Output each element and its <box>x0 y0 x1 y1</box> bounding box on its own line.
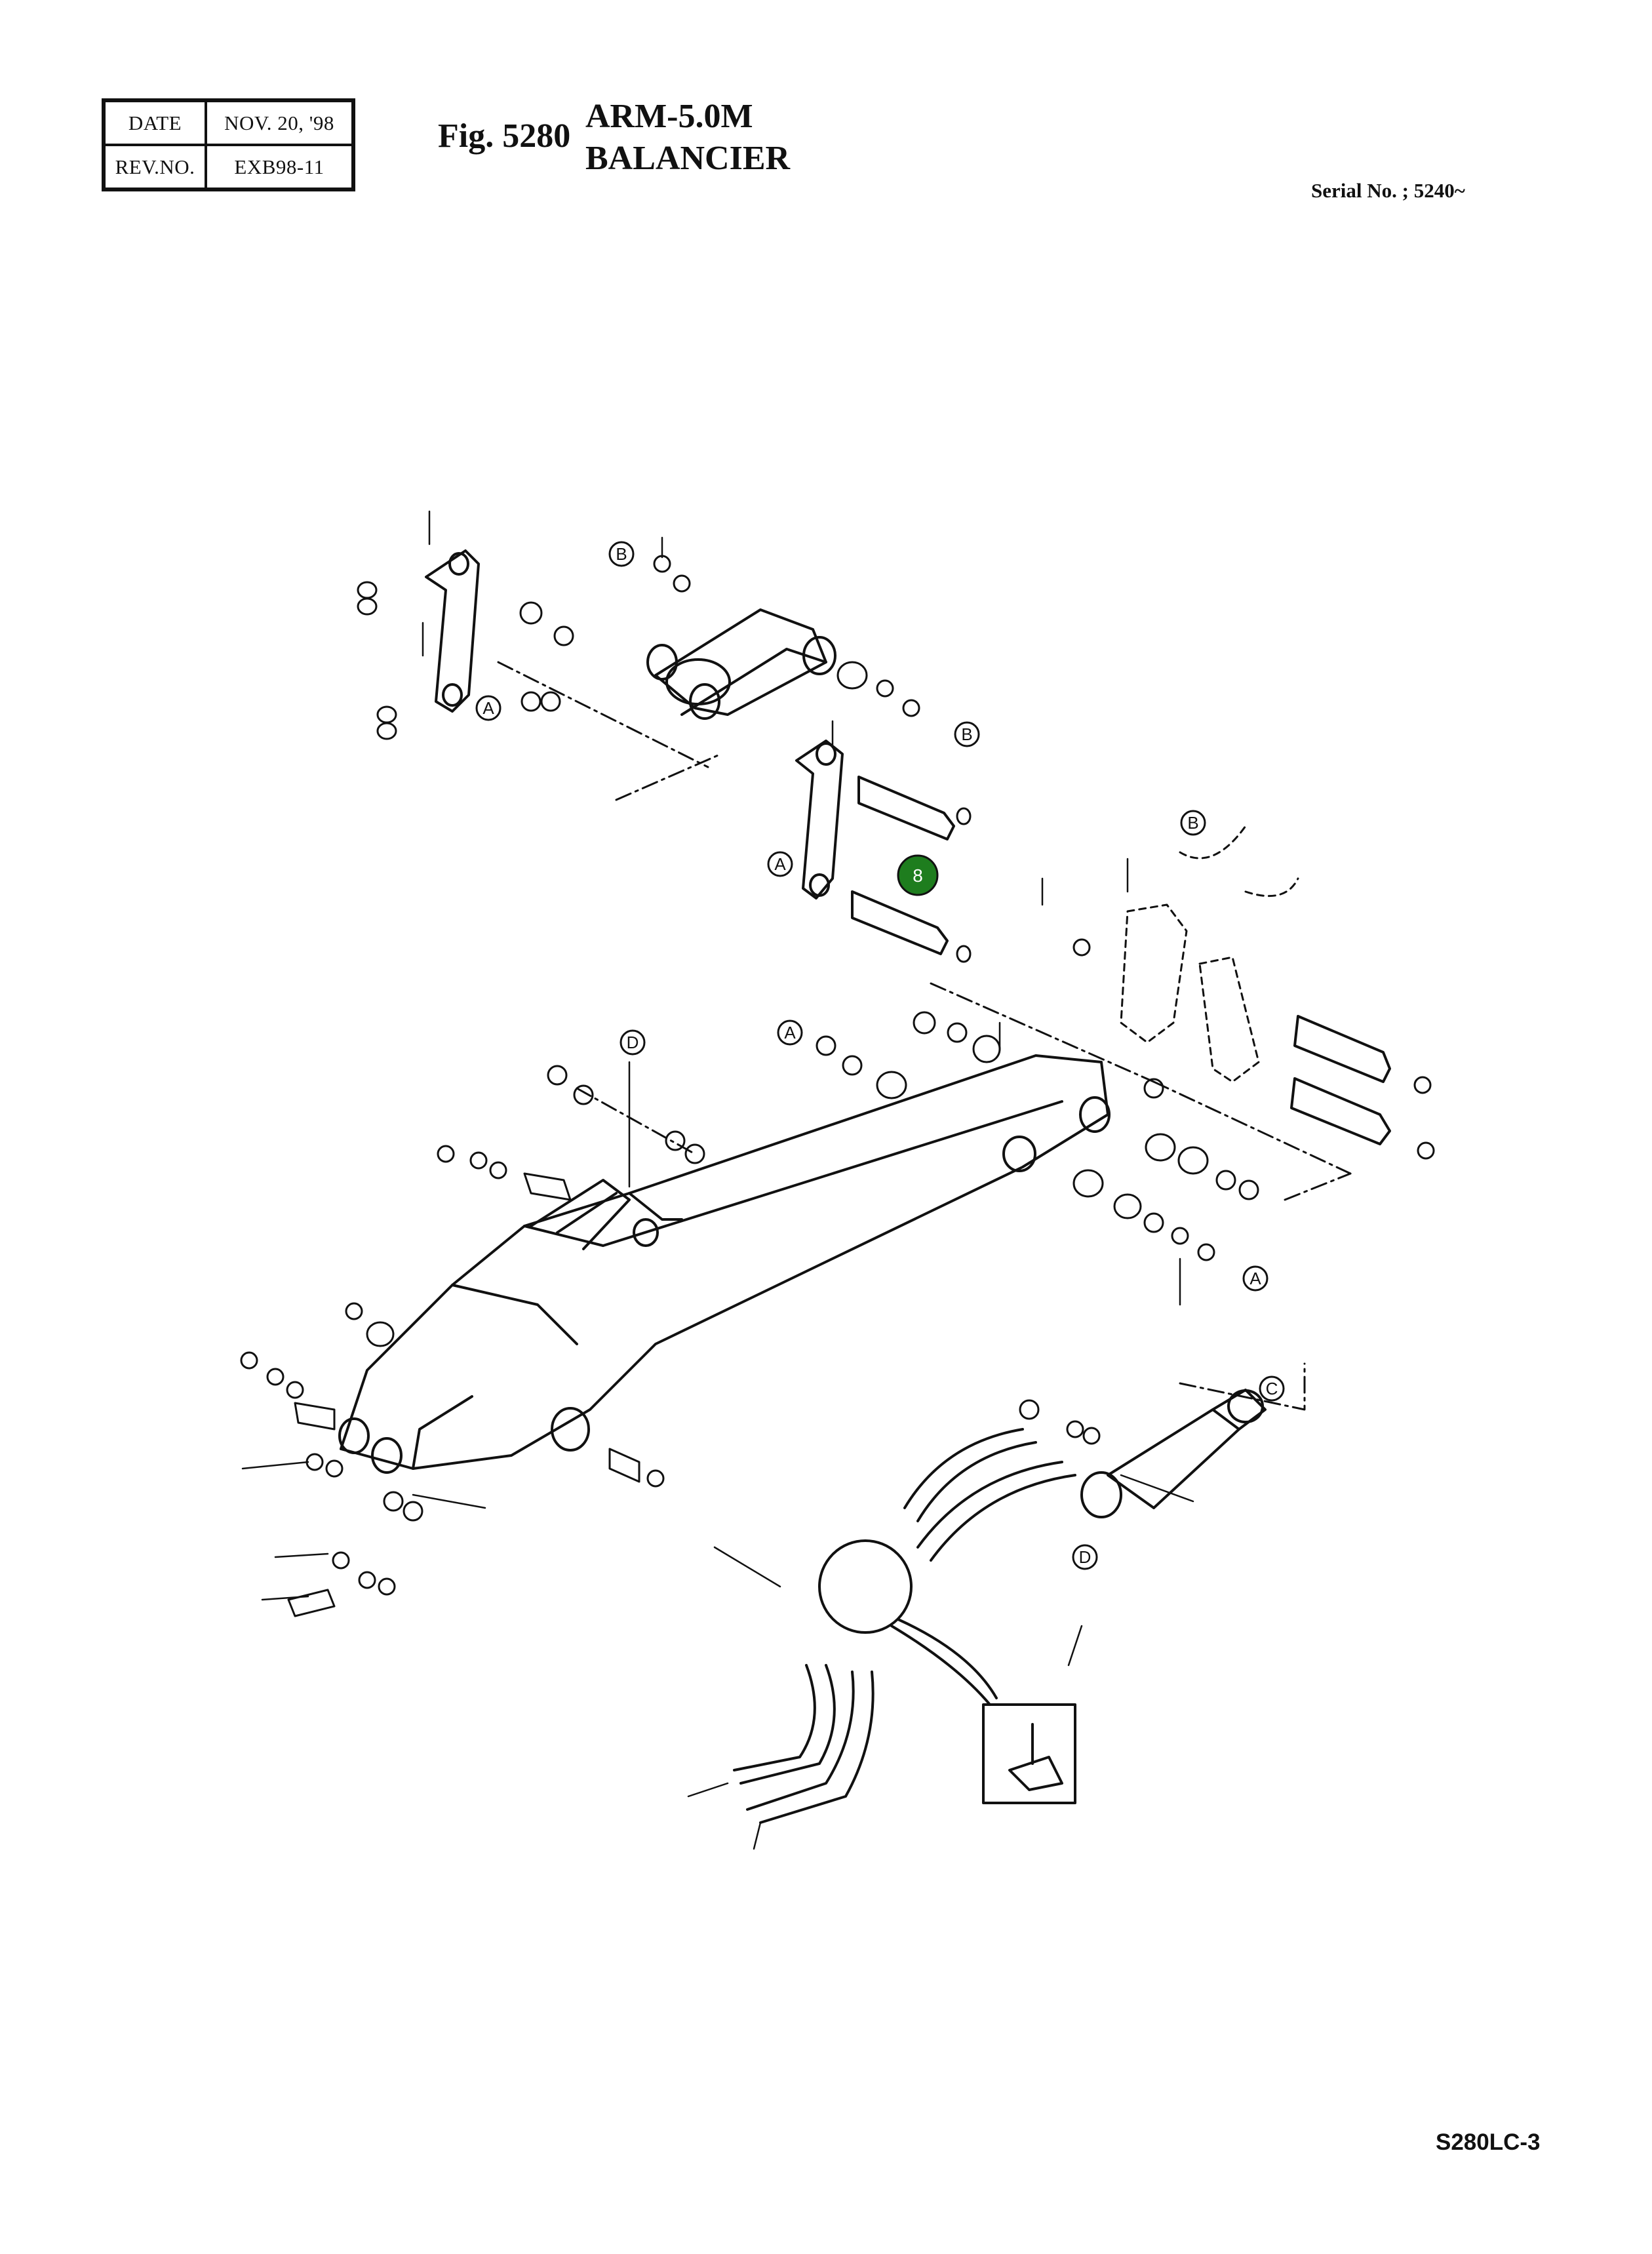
bucket-phantom <box>1120 825 1299 1083</box>
ref-circle-b1 <box>608 541 635 567</box>
ref-letter-b3: B <box>1187 813 1198 833</box>
part-callout-number: 8 <box>913 865 923 886</box>
revision-table: DATE NOV. 20, '98 REV.NO. EXB98-11 <box>102 98 355 191</box>
ref-letter-d1: D <box>627 1033 639 1052</box>
ref-letter-b2: B <box>961 724 972 744</box>
hydraulic-hoses <box>733 1428 1076 1824</box>
figure-number: Fig. 5280 <box>438 117 571 155</box>
ref-letter-a1: A <box>482 698 494 718</box>
footer-model-code: S280LC-3 <box>1436 2129 1541 2155</box>
part-callout-8[interactable]: 8 <box>897 854 939 896</box>
ref-circle-a1 <box>475 695 502 721</box>
ref-circle-b2 <box>954 721 980 747</box>
ref-circle-d2 <box>1072 1544 1098 1570</box>
bucket-link-assembly <box>646 608 836 720</box>
ref-letter-b1: B <box>616 544 627 564</box>
side-link-left <box>425 549 480 713</box>
serial-number: Serial No. ; 5240~ <box>1311 179 1465 202</box>
rev-value: EXB98-11 <box>206 145 353 189</box>
date-value: NOV. 20, '98 <box>206 101 353 145</box>
ref-letter-a3: A <box>784 1023 796 1042</box>
detail-inset-box <box>982 1703 1076 1804</box>
ref-letter-d2: D <box>1079 1547 1092 1567</box>
fasteners <box>240 555 1435 1617</box>
reference-letters: A B B A B D A A C D <box>475 541 1285 1570</box>
ref-circle-a3 <box>777 1019 803 1046</box>
date-label: DATE <box>104 101 206 145</box>
ref-circle-b3 <box>1180 810 1206 836</box>
side-link-middle <box>795 740 844 900</box>
ref-circle-a4 <box>1242 1265 1268 1292</box>
ref-circle-c1 <box>1259 1375 1285 1402</box>
hydraulic-cylinder <box>1080 1389 1267 1518</box>
leader-lines <box>241 510 1194 1850</box>
arm-body <box>338 1054 1111 1474</box>
ref-circle-d1 <box>620 1029 646 1056</box>
figure-title-fr: BALANCIER <box>585 140 791 177</box>
ref-letter-a2: A <box>774 854 786 874</box>
ref-letter-c1: C <box>1266 1379 1278 1398</box>
assembly-brackets <box>497 661 1352 1411</box>
pins <box>851 776 1391 1145</box>
ref-letter-a4: A <box>1249 1269 1261 1288</box>
detail-magnifier <box>818 1539 998 1706</box>
figure-title-en: ARM-5.0M <box>585 98 753 135</box>
ref-circle-a2 <box>767 851 793 877</box>
rev-label: REV.NO. <box>104 145 206 189</box>
